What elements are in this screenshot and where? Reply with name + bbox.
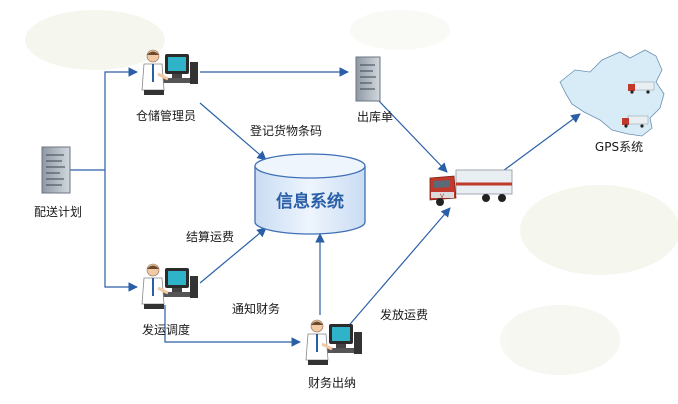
edge-label-notify-finance: 通知财务 — [232, 302, 281, 316]
gps-system-label: GPS系统 — [594, 140, 644, 154]
finance-cashier-icon — [305, 319, 362, 365]
edge-label-register-barcode: 登记货物条码 — [250, 124, 323, 138]
edge-outbound-to-truck — [377, 99, 448, 173]
information-system-database — [254, 153, 366, 235]
dispatch-scheduling-label: 发运调度 — [141, 323, 191, 337]
gps-map-icon — [559, 49, 665, 137]
distribution-plan-label: 配送计划 — [33, 205, 83, 219]
edge-dispatch-to-finance — [164, 305, 301, 347]
edges — [70, 67, 581, 347]
edge-plan-to-dispatch — [104, 170, 138, 292]
warehouse-manager-label: 仓储管理员 — [135, 109, 197, 123]
edge-dispatch-to-db — [199, 227, 267, 284]
truck-icon: V — [429, 169, 513, 206]
edge-warehouse-to-db — [199, 102, 267, 161]
edge-label-release-freight: 发放运费 — [380, 308, 429, 322]
information-system-label: 信息系统 — [276, 192, 344, 212]
dispatch-scheduling-icon — [141, 263, 198, 309]
warehouse-manager-icon — [141, 49, 198, 95]
outbound-order-icon — [355, 56, 381, 102]
distribution-plan-icon — [41, 146, 71, 194]
edge-label-settle-freight: 结算运费 — [186, 230, 235, 244]
outbound-order-label: 出库单 — [356, 110, 394, 124]
finance-cashier-label: 财务出纳 — [307, 376, 357, 390]
edge-plan-to-warehouse — [104, 67, 138, 170]
svg-text:V: V — [440, 193, 445, 200]
edge-finance-to-truck — [344, 207, 451, 331]
background-decoration — [25, 10, 678, 375]
